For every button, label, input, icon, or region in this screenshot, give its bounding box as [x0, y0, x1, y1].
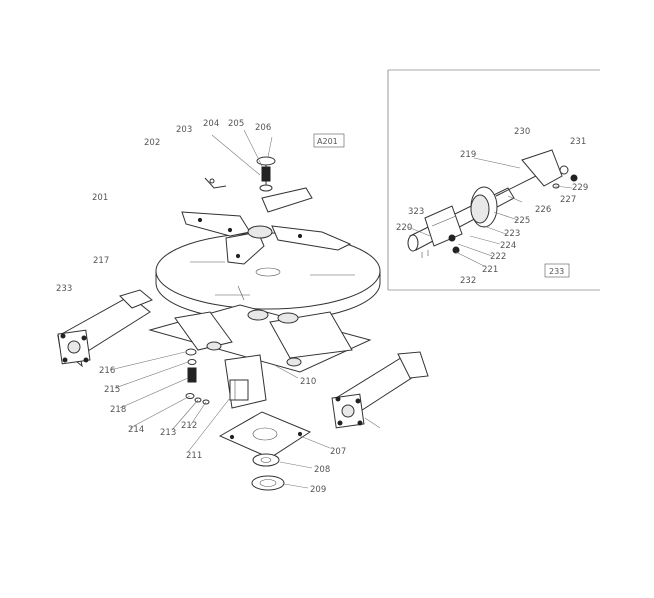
label-214: 214 — [128, 425, 144, 435]
label-207: 207 — [330, 447, 346, 457]
label-206: 206 — [255, 123, 271, 133]
ref-box-a201: A201 — [313, 133, 345, 148]
label-209: 209 — [310, 485, 326, 495]
label-230: 230 — [514, 127, 530, 137]
label-219: 219 — [460, 150, 476, 160]
label-212: 212 — [181, 421, 197, 431]
inset-shaft-assembly — [407, 149, 578, 258]
label-203: 203 — [176, 125, 192, 135]
leader-lines — [109, 129, 573, 489]
label-210: 210 — [300, 377, 316, 387]
label-204: 204 — [203, 119, 219, 129]
clamp-arms — [181, 187, 352, 265]
lower-hardware — [185, 348, 312, 491]
label-225: 225 — [514, 216, 530, 226]
label-216: 216 — [99, 366, 115, 376]
label-211: 211 — [186, 451, 202, 461]
label-208: 208 — [314, 465, 330, 475]
label-220: 220 — [396, 223, 412, 233]
ref-box-a201-text: A201 — [317, 137, 338, 146]
part-labels: 202 203 204 205 206 201 217 233 216 215 … — [56, 119, 588, 495]
turntable-assembly — [155, 156, 381, 322]
ref-box-233: 233 — [544, 263, 570, 278]
left-cylinder — [57, 289, 153, 368]
top-bolt-stack — [204, 156, 276, 192]
label-222: 222 — [490, 252, 506, 262]
label-233: 233 — [56, 284, 72, 294]
label-229: 229 — [572, 183, 588, 193]
label-323: 323 — [408, 207, 424, 217]
label-218: 218 — [110, 405, 126, 415]
label-215: 215 — [104, 385, 120, 395]
right-cylinder — [331, 351, 429, 429]
label-226: 226 — [535, 205, 551, 215]
label-224: 224 — [500, 241, 516, 251]
ref-box-233-text: 233 — [549, 267, 564, 276]
label-201: 201 — [92, 193, 108, 203]
label-213: 213 — [160, 428, 176, 438]
inset-frame — [387, 69, 600, 291]
label-221: 221 — [482, 265, 498, 275]
label-227: 227 — [560, 195, 576, 205]
label-231: 231 — [570, 137, 586, 147]
label-232: 232 — [460, 276, 476, 286]
label-202: 202 — [144, 138, 160, 148]
label-205: 205 — [228, 119, 244, 129]
label-223: 223 — [504, 229, 520, 239]
label-217: 217 — [93, 256, 109, 266]
base-frame — [148, 304, 372, 409]
